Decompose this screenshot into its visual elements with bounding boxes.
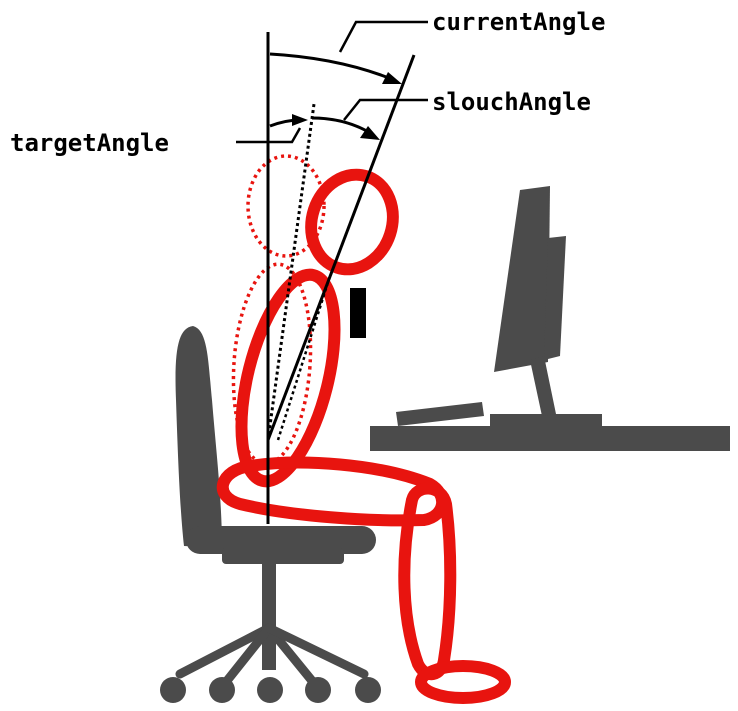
- monitor-back: [544, 236, 566, 360]
- chair-seat-base: [222, 548, 344, 564]
- caster-wheel: [257, 677, 283, 703]
- desk-group: [370, 402, 730, 451]
- current-angle-label: currentAngle: [432, 8, 605, 36]
- slouch-thigh: [216, 456, 449, 527]
- chair-backrest: [175, 326, 222, 548]
- current-angle-leader: [338, 20, 428, 53]
- slouching-figure: [216, 168, 511, 704]
- slouch-shin: [398, 482, 457, 680]
- shoulder-sensor: [350, 288, 366, 338]
- target-head: [246, 154, 326, 258]
- office-chair-icon: [160, 326, 381, 703]
- slouch-torso: [235, 268, 341, 488]
- slouch-angle-arrowhead: [360, 126, 380, 140]
- monitor-screen: [494, 186, 550, 372]
- keyboard-icon: [396, 402, 484, 426]
- slouch-angle-label: slouchAngle: [432, 88, 591, 116]
- target-angle-label: targetAngle: [10, 129, 169, 157]
- slouch-angle-leader: [343, 98, 428, 121]
- current-angle-line: [266, 54, 416, 441]
- computer-monitor-icon: [494, 186, 566, 416]
- caster-wheel: [209, 677, 235, 703]
- target-angle-arrowhead: [292, 114, 308, 126]
- current-angle-arrowhead: [382, 72, 402, 84]
- slouch-angle-arc: [311, 116, 373, 136]
- angle-lines: [236, 20, 428, 524]
- caster-wheel: [160, 677, 186, 703]
- caster-wheel: [305, 677, 331, 703]
- target-angle-leader: [236, 127, 302, 144]
- chair-seat: [186, 526, 376, 554]
- desk-icon: [370, 426, 730, 451]
- current-angle-arc: [269, 52, 395, 82]
- slouch-foot: [415, 660, 511, 704]
- chair-base-legs: [175, 623, 369, 687]
- caster-wheel: [355, 677, 381, 703]
- target-angle-dotted-line: [266, 103, 316, 441]
- chair-casters: [160, 677, 381, 703]
- secondary-dotted-line: [276, 275, 332, 441]
- monitor-stand: [530, 356, 556, 416]
- chair-column: [262, 560, 276, 670]
- desk-plate: [490, 414, 602, 428]
